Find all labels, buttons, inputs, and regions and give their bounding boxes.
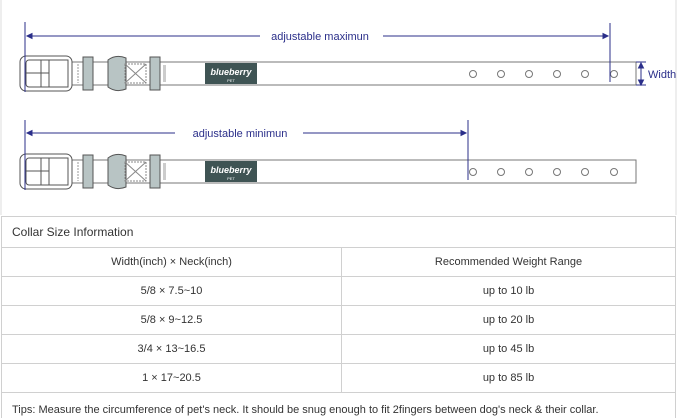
size-cell: 5/8 × 7.5~10 [1,276,342,306]
collar-max: blueberry PET [19,55,637,92]
weight-cell: up to 20 lb [341,305,676,335]
max-arrow [24,22,611,92]
size-cell: 1 × 17~20.5 [1,363,342,393]
min-label: adjustable minimun [193,128,288,140]
collar-min: blueberry PET [19,153,637,190]
weight-cell: up to 85 lb [341,363,676,393]
size-table: Collar Size Information Width(inch) × Ne… [1,216,676,418]
header-weight: Recommended Weight Range [341,247,676,277]
header-size: Width(inch) × Neck(inch) [1,247,342,277]
collar-diagram: blueberry PET blueberry PET adjustable m… [0,0,677,215]
logo-sub: PET [227,176,235,181]
logo-text: blueberry [210,67,252,77]
table-header: Width(inch) × Neck(inch) Recommended Wei… [1,247,676,277]
size-cell: 5/8 × 9~12.5 [1,305,342,335]
width-label: Width [648,69,676,81]
weight-cell: up to 10 lb [341,276,676,306]
width-arrow [636,61,646,87]
tips-text: Tips: Measure the circumference of pet's… [1,392,676,418]
weight-cell: up to 45 lb [341,334,676,364]
min-arrow [24,120,469,190]
logo-text: blueberry [210,165,252,175]
logo-sub: PET [227,78,235,83]
max-label: adjustable maximun [271,31,369,43]
table-title: Collar Size Information [1,216,676,248]
size-cell: 3/4 × 13~16.5 [1,334,342,364]
